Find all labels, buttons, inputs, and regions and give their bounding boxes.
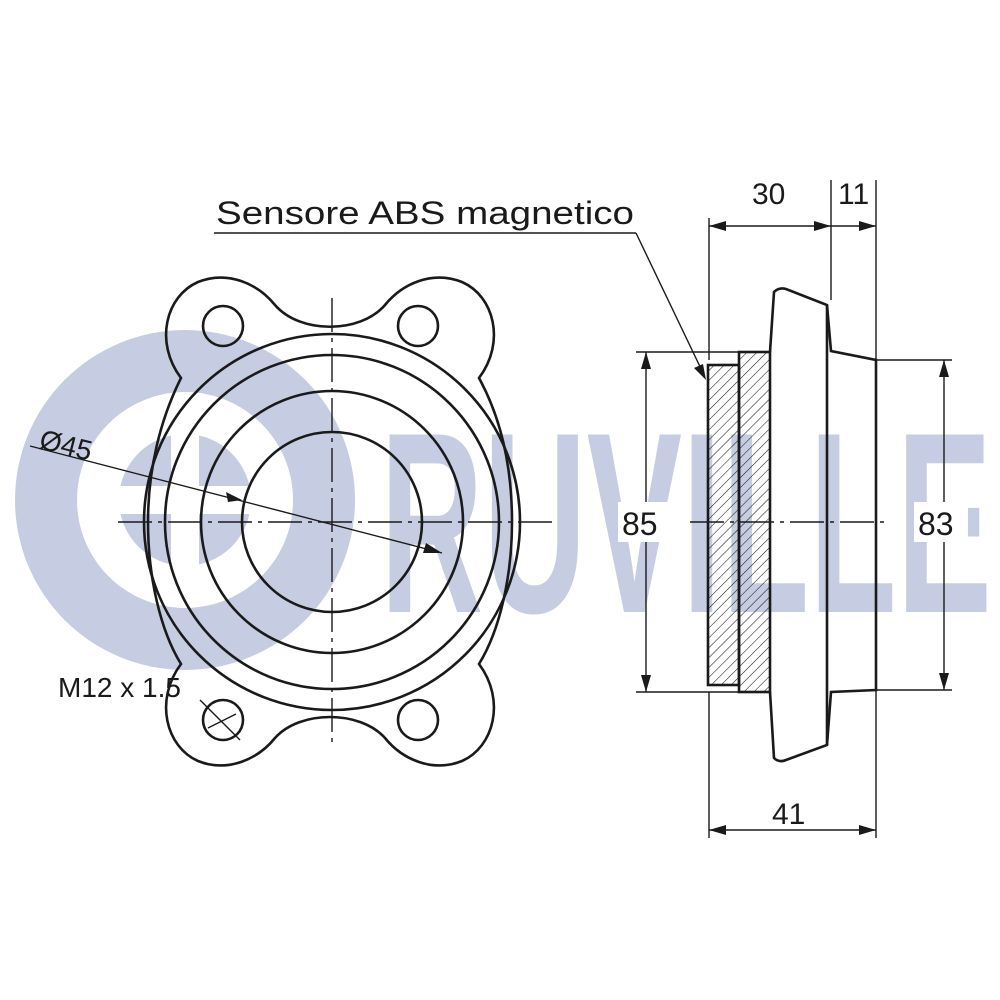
dimension-11: 11 (838, 178, 869, 211)
thread-label: M12 x 1.5 (58, 672, 181, 703)
flange-outline (146, 276, 514, 767)
dimension-41: 41 (772, 798, 805, 831)
flange-profile (768, 287, 878, 763)
bolt-hole-bottom-left (201, 698, 245, 742)
front-view: Ø45 M12 x 1.5 (29, 276, 556, 767)
arrowhead (709, 221, 726, 231)
arrowhead (226, 492, 242, 502)
bolt-hole-top-right (396, 304, 440, 348)
bolt-hole-top-left (201, 304, 245, 348)
arrowhead (423, 543, 442, 553)
dimension-85: 85 (622, 506, 658, 542)
arrowhead (859, 221, 876, 231)
arrowhead (694, 364, 706, 380)
arrowhead (814, 221, 831, 231)
dimension-83: 83 (918, 506, 954, 542)
arrowhead (641, 352, 651, 369)
arrowhead (709, 825, 726, 835)
thread-leader (207, 713, 237, 729)
arrowhead (939, 360, 949, 377)
arrowhead (859, 825, 876, 835)
label-backdrop (618, 502, 670, 542)
side-view: 30 11 85 83 41 (618, 178, 968, 838)
bolt-hole-bottom-right (396, 698, 440, 742)
dimension-30: 30 (752, 178, 785, 211)
arrowhead (939, 673, 949, 690)
ruville-watermark: RUVILLE (15, 330, 992, 670)
abs-leader (635, 232, 705, 376)
thread-leader (199, 699, 241, 741)
ruville-swirl-logo-icon (15, 330, 355, 670)
label-backdrop (914, 502, 968, 542)
abs-callout: Sensore ABS magnetico (214, 195, 706, 380)
arrowhead (641, 675, 651, 692)
abs-sensor-label: Sensore ABS magnetico (216, 195, 634, 231)
abs-sensor-ring (706, 363, 741, 687)
